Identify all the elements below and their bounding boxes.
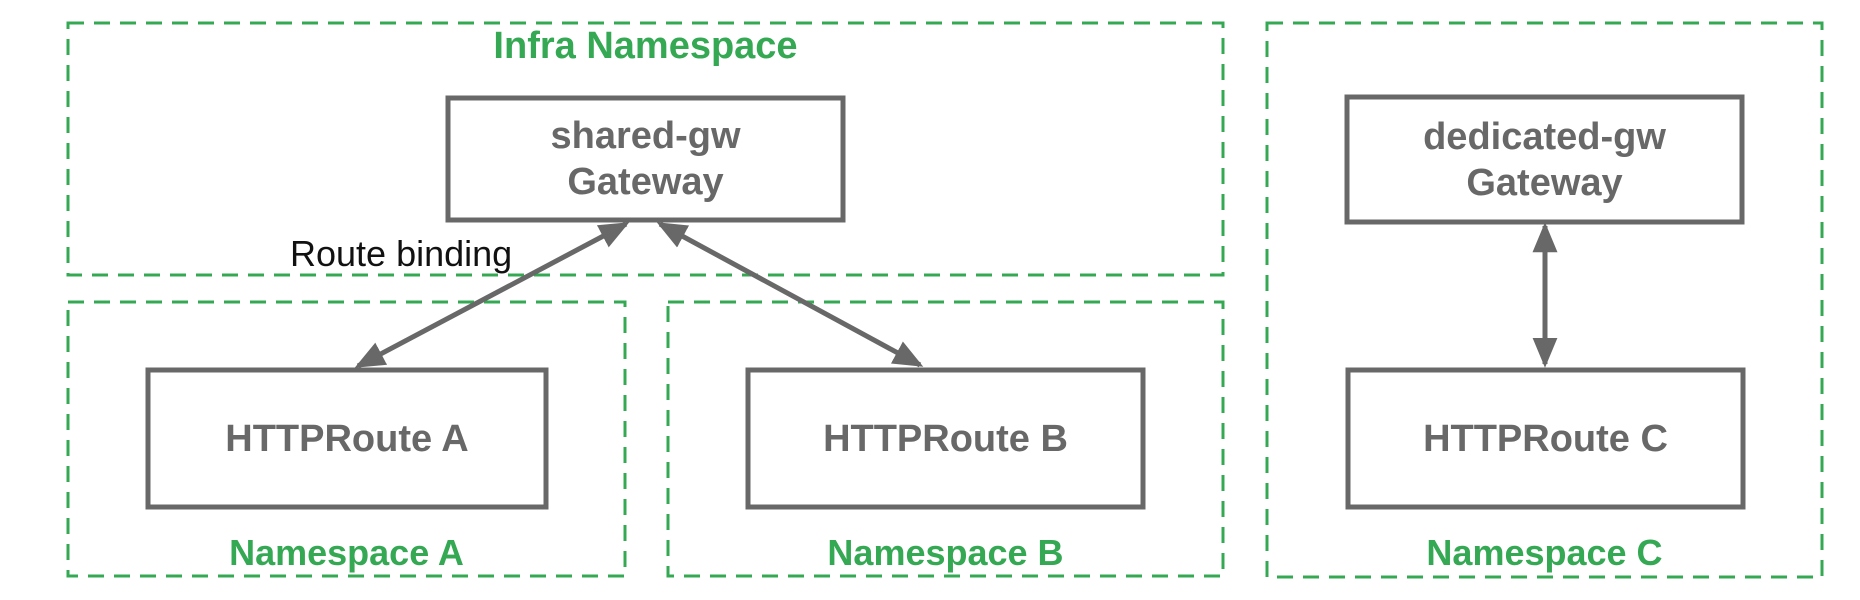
- route-a-binding-arrow: [354, 221, 630, 369]
- namespace-b-border: [666, 300, 1225, 578]
- httproute-a-box: [145, 367, 549, 510]
- namespace-a-label: Namespace A: [229, 532, 464, 573]
- infra-namespace-label: Infra Namespace: [493, 25, 798, 67]
- httproute-a-label: HTTPRoute A: [225, 417, 469, 460]
- route-binding-label: Route binding: [290, 233, 513, 274]
- shared-gw-name: shared-gw: [550, 115, 741, 157]
- httproute-b-label: HTTPRoute B: [823, 417, 1068, 460]
- infra-namespace-border: [66, 21, 1225, 277]
- shared-gw-box: [445, 95, 846, 223]
- httproute-c-label: HTTPRoute C: [1423, 417, 1668, 460]
- namespace-c-border: [1265, 21, 1824, 579]
- namespace-c-label: Namespace C: [1426, 532, 1663, 573]
- dedicated-gw-kind: Gateway: [1466, 161, 1623, 204]
- httproute-b-box: [745, 367, 1146, 510]
- shared-gw-label: shared-gw Gateway: [448, 98, 843, 220]
- route-b-binding-arrow: [656, 221, 924, 368]
- httproute-c-box: [1345, 367, 1746, 510]
- dedicated-gw-name: dedicated-gw: [1423, 115, 1666, 158]
- namespace-b-label: Namespace B: [827, 532, 1064, 573]
- shared-gw-kind: Gateway: [567, 161, 724, 203]
- dedicated-gw-box: [1344, 94, 1745, 225]
- dedicated-gw-label: dedicated-gw Gateway: [1347, 97, 1742, 222]
